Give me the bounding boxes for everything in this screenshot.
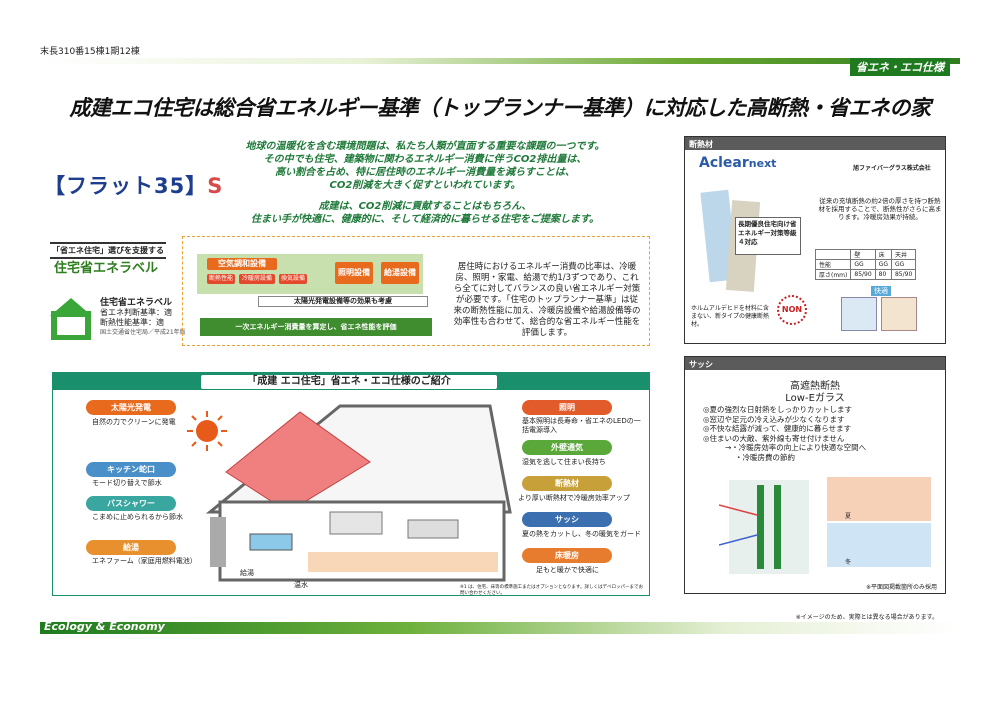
maker-name: 旭ファイバーグラス株式会社 [853, 165, 931, 172]
energy-flow-box [182, 236, 650, 346]
hot-water-box: 給湯設備 [381, 262, 419, 284]
non-badge: NON [777, 295, 807, 325]
sash-panel: サッシ 高遮熱断熱 Low-Eガラス ◎夏の強烈な日射熱をしっかりカットします … [684, 356, 946, 594]
flow-description: 居住時におけるエネルギー消費の比率は、冷暖房、照明・家電、給湯で約1/3ずつであ… [453, 262, 641, 338]
desc-faucet: モード切り替えで節水 [92, 479, 162, 487]
desc-floor-heating: 足もと暖かで快適に [536, 566, 599, 574]
energy-label-detail: 住宅省エネラベル 省エネ判断基準：適 断熱性能基準：適 国土交通省住宅局／平成2… [100, 298, 186, 336]
callout-box: 長期優良住宅向け省エネルギー対策等級４対応 [735, 217, 801, 255]
insulation-header: 断熱材 [685, 137, 945, 150]
property-line: 末長310番15棟1期12棟 [40, 47, 140, 57]
sun-icon [187, 411, 227, 451]
pill-shower: バスシャワー [86, 496, 176, 511]
energy-label-title: 住宅省エネラベル [54, 261, 159, 276]
formaldehyde-note: ホルムアルデヒドを材料に含まない、新タイプの健康断熱材。 [691, 305, 770, 328]
footer-tag: Ecology & Economy [44, 620, 165, 633]
solar-note: 太陽光発電設備等の効果も考慮 [258, 296, 428, 307]
winter-caption: 冬 [845, 559, 852, 566]
summer-caption: 夏 [845, 513, 852, 520]
footer-bar [40, 622, 960, 634]
comfort-badge: 快適 [871, 286, 891, 296]
energy-label-support: 「省エネ住宅」選びを支援する [50, 242, 166, 259]
flat35-logo: 【フラット35】S [44, 174, 224, 198]
sash-title-1: 高遮熱断熱 [790, 381, 840, 392]
pill-faucet: キッチン蛇口 [86, 462, 176, 477]
pill-hot-water: 給湯 [86, 540, 176, 555]
energy-flow-group: 空気調和設備 断熱性能 冷暖房設備 換気設備 照明設備 給湯設備 [197, 254, 423, 294]
insulation-desc: 従来の充填断熱の約2倍の厚さを持つ断熱材を採用することで、断熱性がさらに高まりま… [818, 197, 942, 221]
eco-spec-title: 「成建 エコ住宅」省エネ・エコ仕様のご紹介 [200, 374, 498, 390]
lowe-glass-diagram [719, 480, 809, 574]
insulation-panel: 断熱材 Aclearnext 旭ファイバーグラス株式会社 長期優良住宅向け省エネ… [684, 136, 946, 344]
image-note: ※イメージのため、実際とは異なる場合があります。 [795, 614, 938, 621]
pipe-label-1: 給湯 [240, 569, 254, 577]
house-label-icon [50, 298, 92, 340]
pipe-label-2: 温水 [294, 581, 308, 589]
summer-illustration [827, 477, 931, 521]
sash-title-2: Low-Eガラス [785, 393, 845, 404]
evaluation-result: 一次エネルギー消費量を算定し、省エネ性能を評価 [200, 318, 432, 336]
sash-header: サッシ [685, 357, 945, 370]
desc-solar: 自然の力でクリーンに発電 [92, 418, 176, 426]
cool-house-icon [881, 297, 917, 331]
intro-text: 地球の温暖化を含む環境問題は、私たち人類が直面する重要な課題の一つです。その中で… [245, 141, 605, 225]
pill-ventilation: 外壁通気 [522, 440, 612, 455]
pill-floor-heating: 床暖房 [522, 548, 612, 563]
desc-insulation: より厚い断熱材で冷暖房効率アップ [518, 494, 630, 502]
hvac-sub: 冷暖房設備 [239, 274, 275, 284]
sash-footnote: ※平面図掲載箇所のみ採用 [865, 584, 937, 591]
lighting-box: 照明設備 [335, 262, 373, 284]
desc-sash: 夏の熱をカットし、冬の暖気をガード [522, 530, 641, 538]
insulation-sub: 断熱性能 [207, 274, 235, 284]
header-bar [40, 58, 960, 64]
sash-points: ◎夏の強烈な日射熱をしっかりカットします ◎窓辺や足元の冷え込みが少なくなります… [703, 405, 867, 462]
pill-sash: サッシ [522, 512, 612, 527]
page-title: 成建エコ住宅は総合省エネルギー基準（トップランナー基準）に対応した高断熱・省エネ… [69, 96, 932, 120]
aclear-logo: Aclearnext [699, 155, 777, 171]
desc-lighting: 基本照明は長寿命・省エネのLEDの一括電源導入 [522, 417, 641, 434]
pill-insulation: 断熱材 [522, 476, 612, 491]
header-tag: 省エネ・エコ仕様 [850, 58, 950, 76]
pill-lighting: 照明 [522, 400, 612, 415]
winter-illustration [827, 523, 931, 567]
desc-ventilation: 湿気を逃して住まい長持ち [522, 458, 606, 466]
desc-shower: こまめに止められるから節水 [92, 513, 183, 521]
warm-house-icon [841, 297, 877, 331]
ventilation-sub: 換気設備 [279, 274, 307, 284]
diagram-footnote: ※1 は、住宅、床等の標準施工またはオプションとなります。詳しくはデベロッパーま… [460, 585, 643, 596]
air-conditioning-box: 空気調和設備 [207, 258, 277, 270]
house-diagram [205, 404, 512, 582]
desc-hot-water: エネファーム（家庭用燃料電池） [92, 557, 197, 565]
pill-solar: 太陽光発電 [86, 400, 176, 415]
